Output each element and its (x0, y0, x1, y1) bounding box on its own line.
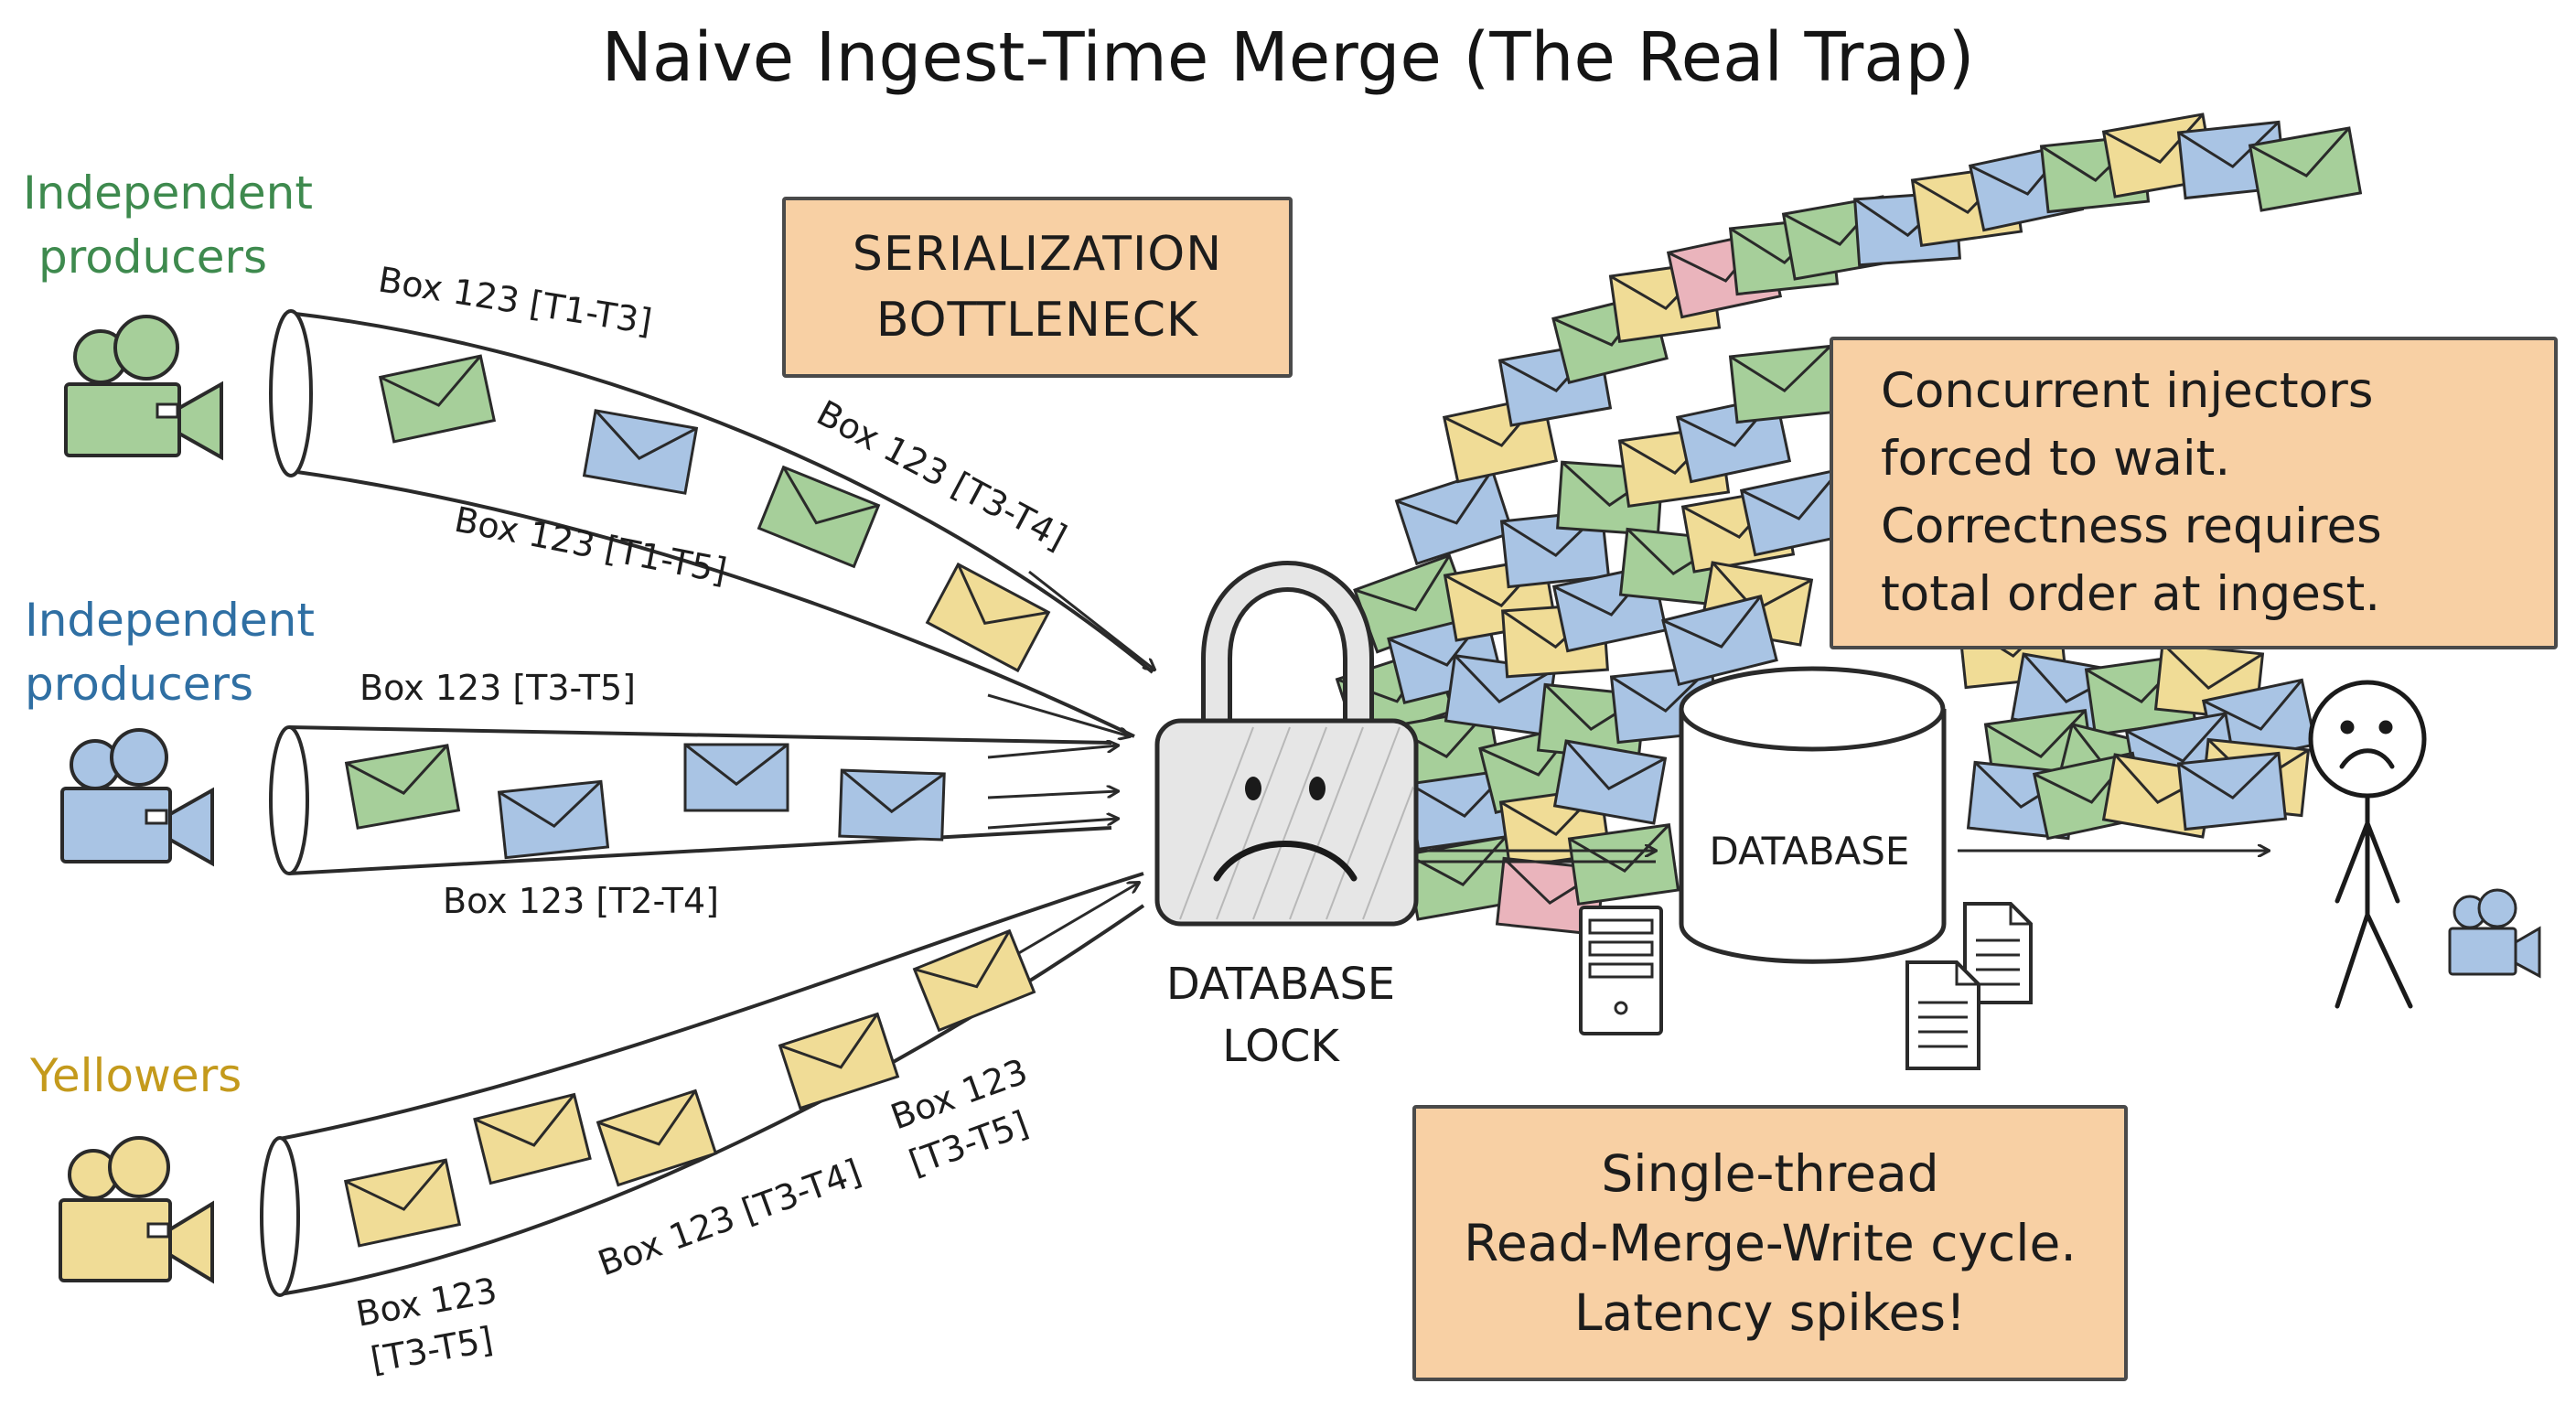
producer-label-3: Yellowers (29, 1049, 242, 1102)
lock-face-eye (1245, 777, 1261, 800)
arrow (987, 745, 1118, 759)
arrow (987, 693, 1130, 736)
pipe-top (269, 309, 1154, 738)
serialization-bottleneck-note: SERIALIZATION BOTTLENECK (782, 197, 1293, 378)
box-label: Box 123 [T3-T5] (360, 668, 636, 708)
producer-label-1-line1: Independent (23, 166, 313, 220)
single-thread-note: Single-thread Read-Merge-Write cycle. La… (1412, 1105, 2128, 1381)
note-line: BOTTLENECK (875, 293, 1199, 348)
producer-label-2: Independent producers (25, 594, 315, 711)
producer-label-1-line2: producers (38, 231, 267, 284)
note-line: total order at ingest. (1881, 566, 2381, 622)
note-line: Single-thread (1601, 1144, 1939, 1203)
envelope-icon (778, 1012, 900, 1110)
database-label: DATABASE (1710, 829, 1910, 874)
pipe-bottom (260, 872, 1145, 1297)
envelope-icon (2248, 126, 2363, 212)
database-lock (1154, 561, 1419, 927)
producer-label-3-line1: Yellowers (29, 1049, 242, 1102)
lock-face-eye (1309, 777, 1326, 800)
envelope-icon (473, 1092, 592, 1185)
arrow-lock-to-database (1416, 851, 1656, 863)
camera-icon (64, 315, 223, 461)
page-title: Naive Ingest-Time Merge (The Real Trap) (602, 18, 1975, 97)
lock-face-frown (1213, 841, 1358, 882)
database-cylinder: DATABASE (1679, 666, 1947, 964)
camera-icon (60, 728, 214, 867)
producer-label-1: Independent producers (23, 166, 313, 284)
arrow (987, 819, 1118, 830)
envelope-icon (838, 768, 946, 842)
note-line: Read-Merge-Write cycle. (1464, 1214, 2077, 1272)
note-line: Latency spikes! (1573, 1283, 1967, 1342)
server-icon (1579, 906, 1663, 1035)
arrow (1028, 570, 1154, 670)
producer-label-2-line2: producers (25, 658, 253, 711)
envelope-icon (1567, 823, 1680, 906)
pipe-middle (269, 725, 1112, 875)
box-label: Box 123 [T2-T4] (443, 881, 719, 921)
envelope-icon (1552, 739, 1668, 825)
envelope-icon (1661, 594, 1778, 687)
note-line: Correctness requires (1881, 499, 2382, 554)
producer-label-2-line1: Independent (25, 594, 315, 647)
document-icon (1905, 960, 1980, 1070)
arrows-into-lock (987, 570, 1154, 962)
lock-body (1154, 718, 1419, 927)
note-line: Concurrent injectors (1881, 363, 2374, 419)
envelope-icon (1728, 344, 1840, 424)
camera-icon (59, 1136, 214, 1284)
arrow (987, 791, 1118, 799)
envelope-icon (596, 1089, 718, 1187)
envelope-icon (1394, 467, 1515, 566)
box-label: Box 123 [T1-T3] (376, 259, 655, 342)
envelope-icon (925, 562, 1051, 673)
lock-hatching (1179, 726, 1414, 920)
note-line: forced to wait. (1881, 431, 2231, 487)
lock-label-line2: LOCK (1222, 1021, 1340, 1072)
envelope-icon (582, 409, 699, 495)
lock-shackle-inner (1206, 565, 1369, 734)
envelope-icon (2176, 751, 2288, 831)
arrow (1005, 883, 1139, 962)
envelope-icon (497, 779, 610, 860)
envelope-icon (757, 465, 881, 569)
note-line: SERIALIZATION (852, 227, 1223, 282)
box-label: Box 123 [T1-T5] (451, 499, 730, 592)
concurrent-injectors-note: Concurrent injectors forced to wait. Cor… (1830, 337, 2558, 649)
envelope-icon (343, 1158, 462, 1248)
camera-icon (2448, 888, 2541, 979)
sad-user-figure (2308, 680, 2427, 1009)
envelope-icon (683, 743, 789, 812)
envelope-icon (378, 354, 497, 444)
lock-label-line1: DATABASE (1166, 959, 1395, 1010)
pipe-envelopes (343, 354, 1051, 1248)
envelope-icon (912, 928, 1036, 1033)
envelope-icon (344, 744, 461, 830)
